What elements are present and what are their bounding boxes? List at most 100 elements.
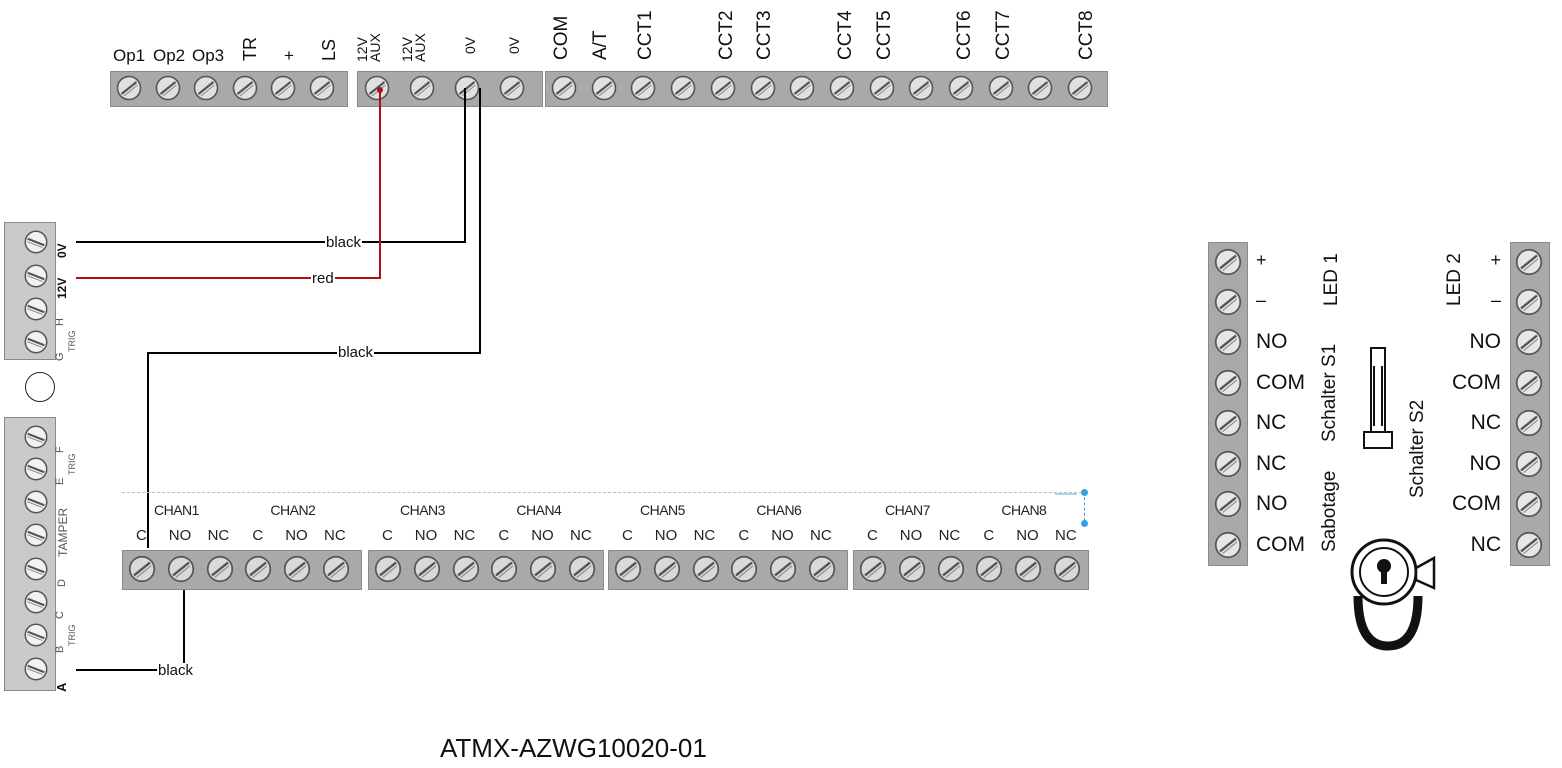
top-label-op1: Op1 (113, 46, 146, 65)
channel-sublabel-no: NO (899, 527, 923, 544)
diagram-caption: ATMX-AZWG10020-01 (440, 733, 707, 763)
channel-label-chan3: CHAN3 (400, 502, 445, 518)
wire-label-12v: red (311, 270, 335, 287)
left-terminal-screw (22, 521, 50, 549)
left-label-c: C (54, 611, 66, 619)
channel-sublabel-nc: NC (570, 527, 592, 544)
channel-sublabel-nc: NC (810, 527, 832, 544)
relay-right-screw (1513, 448, 1545, 480)
reed-switch-icon (1363, 347, 1393, 449)
channel-sublabel-c: C (983, 527, 995, 544)
channel-label-chan7: CHAN7 (885, 502, 930, 518)
relay-right-label-0: + (1490, 250, 1501, 270)
top-terminal-screw (307, 73, 337, 103)
channel-terminal-screw (806, 553, 838, 585)
channel-terminal-screw (935, 553, 967, 585)
channel-terminal-screw (728, 553, 760, 585)
top-terminal-screw (787, 73, 817, 103)
left-label-trig-ef: TRIG (67, 453, 77, 476)
selection-dot-top[interactable] (1081, 489, 1088, 496)
channel-terminal-screw (488, 553, 520, 585)
channel-label-chan2: CHAN2 (270, 502, 316, 518)
selection-handle[interactable] (1084, 492, 1085, 526)
relay-left-label-3: COM (1256, 371, 1305, 394)
top-terminal-screw (946, 73, 976, 103)
left-label-g: G (54, 352, 66, 361)
channel-sublabel-c: C (252, 527, 264, 544)
top-terminal-screw (986, 73, 1016, 103)
left-terminal-screw (22, 488, 50, 516)
left-label-b: B (54, 645, 66, 653)
top-terminal-screw (906, 73, 936, 103)
selection-arrow (1055, 493, 1077, 495)
left-label-h: H (54, 318, 66, 326)
schalter-s1-label: Schalter S1 (1319, 343, 1340, 442)
top-terminal-screw (452, 73, 482, 103)
led2-label: LED 2 (1444, 253, 1465, 306)
channel-sublabel-no: NO (531, 527, 554, 544)
left-label-0v: 0V (55, 243, 69, 258)
wire-label-a: black (157, 662, 195, 679)
chan-strip-1 (122, 550, 362, 590)
channel-terminal-screw (857, 553, 889, 585)
channel-sublabel-c: C (382, 527, 393, 544)
channel-sublabel-no: NO (168, 527, 192, 544)
top-terminal-screw (1065, 73, 1095, 103)
channel-terminal-screw (1051, 553, 1083, 585)
relay-right-label-5: NO (1469, 452, 1502, 475)
channel-terminal-screw (281, 553, 313, 585)
channel-sublabel-nc: NC (1055, 527, 1077, 544)
relay-left-screw (1212, 448, 1244, 480)
left-terminal-screw (22, 455, 50, 483)
channel-sublabel-no: NO (414, 527, 438, 544)
mounting-hole (25, 372, 55, 402)
top-terminal-screw (407, 73, 437, 103)
channel-sublabel-nc: NC (938, 527, 961, 544)
channel-label-chan5: CHAN5 (640, 502, 685, 518)
channel-dotted-top (122, 492, 1087, 493)
relay-right-screw (1513, 488, 1545, 520)
relay-left-screw (1212, 407, 1244, 439)
wire-0v-black (76, 88, 466, 243)
relay-left-screw (1212, 286, 1244, 318)
channel-terminal-screw (973, 553, 1005, 585)
channel-sublabel-c: C (498, 527, 510, 544)
channel-label-chan6: CHAN6 (756, 502, 802, 518)
channel-terminal-screw (411, 553, 443, 585)
top-terminal-screw (827, 73, 857, 103)
relay-right-screw (1513, 529, 1545, 561)
relay-left-label-2: NO (1256, 330, 1288, 353)
channel-sublabel-c: C (136, 527, 147, 544)
relay-right-screw (1513, 286, 1545, 318)
top-terminal-screw (628, 73, 658, 103)
channel-terminal-screw (767, 553, 799, 585)
top-terminal-screw (268, 73, 298, 103)
top-terminal-screw (748, 73, 778, 103)
channel-sublabel-nc: NC (207, 527, 230, 544)
channel-label-chan1: CHAN1 (154, 502, 199, 518)
top-terminal-screw (708, 73, 738, 103)
top-terminal-screw (668, 73, 698, 103)
channel-sublabel-nc: NC (324, 527, 346, 544)
top-terminal-screw (1025, 73, 1055, 103)
channel-terminal-screw (896, 553, 928, 585)
wire-label-chan1: black (337, 344, 375, 361)
relay-right-screw (1513, 407, 1545, 439)
left-label-trig-bc: TRIG (67, 624, 77, 647)
channel-sublabel-no: NO (654, 527, 678, 544)
channel-terminal-screw (450, 553, 482, 585)
left-terminal-screw (22, 328, 50, 356)
led1-label: LED 1 (1321, 253, 1342, 306)
left-label-e: E (54, 477, 66, 485)
channel-terminal-screw (126, 553, 158, 585)
channel-sublabel-c: C (738, 527, 750, 544)
chan-strip-2 (368, 550, 604, 590)
channel-sublabel-no: NO (1016, 527, 1039, 544)
channel-sublabel-c: C (622, 527, 633, 544)
top-terminal-screw (362, 73, 392, 103)
channel-label-chan8: CHAN8 (1001, 502, 1047, 518)
selection-dot-bottom[interactable] (1081, 520, 1088, 527)
relay-right-screw (1513, 326, 1545, 358)
left-label-tamper: TAMPER (56, 507, 70, 557)
channel-terminal-screw (320, 553, 352, 585)
